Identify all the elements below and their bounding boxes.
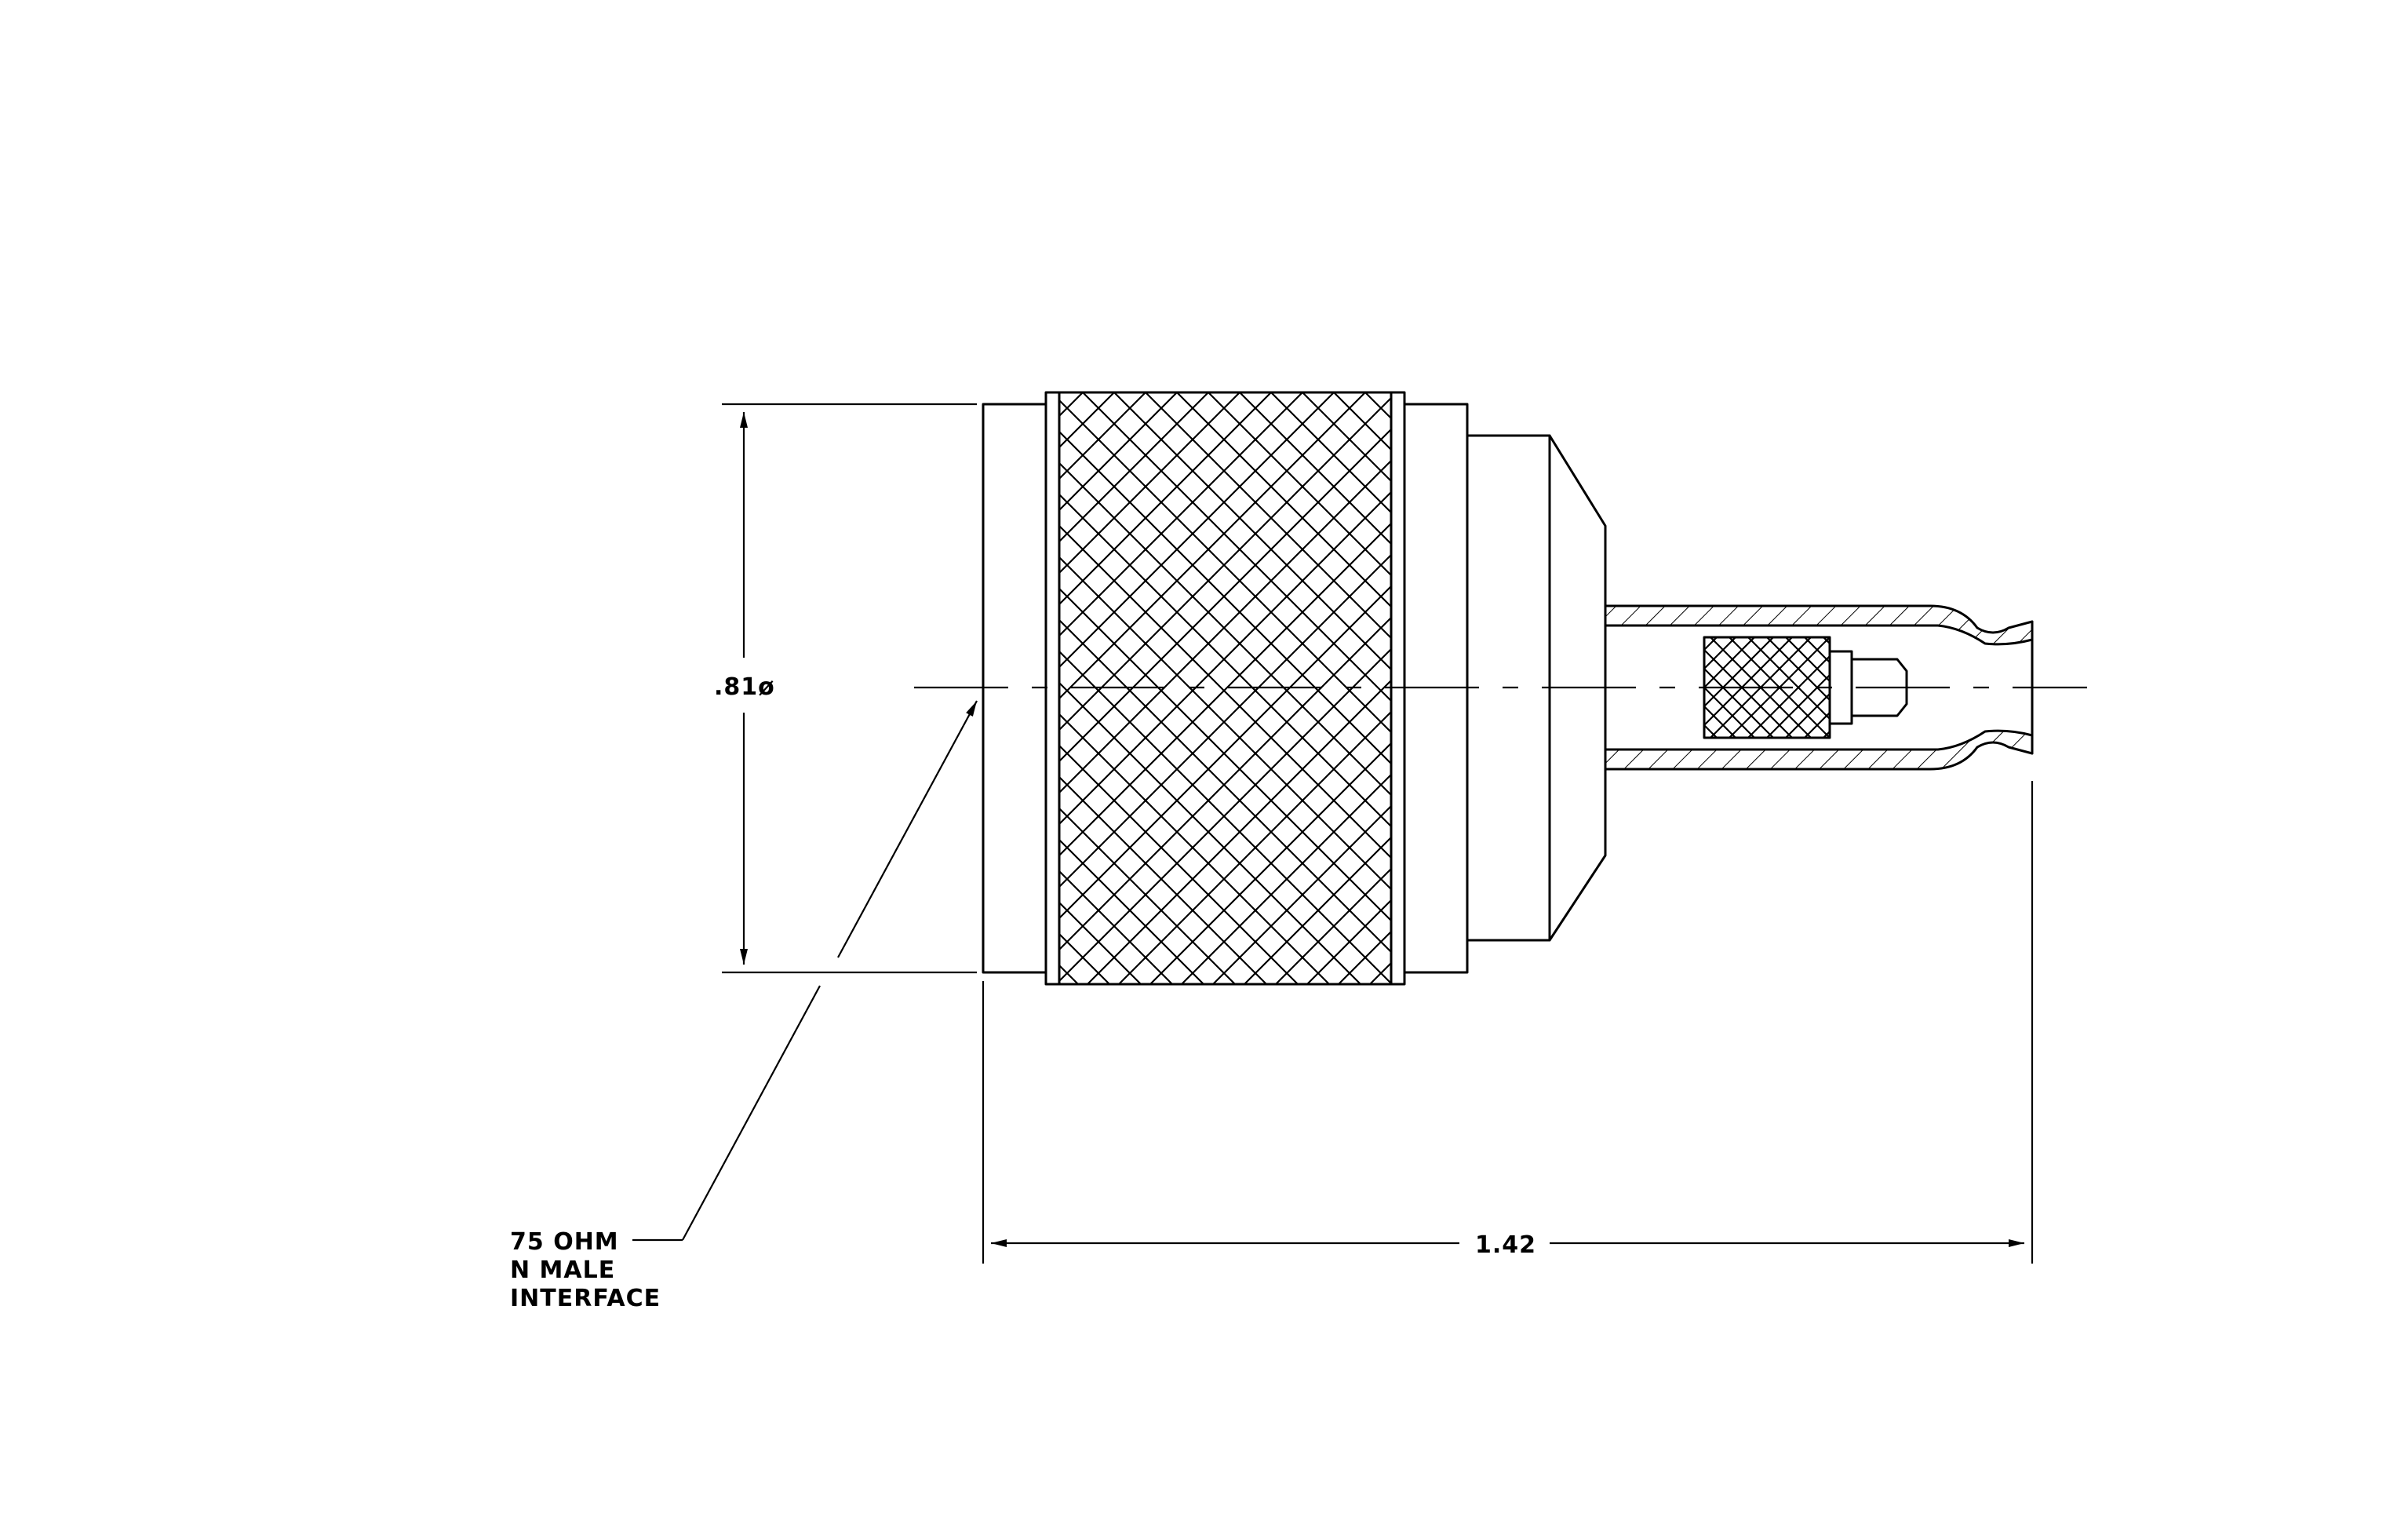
callout-line-3: INTERFACE xyxy=(510,1285,661,1312)
length-label: 1.42 xyxy=(1475,1231,1536,1259)
callout-leader xyxy=(632,700,978,1242)
callout-line-2: N MALE xyxy=(510,1257,615,1284)
diameter-label: .81ø xyxy=(714,673,775,701)
callout-line-1: 75 OHM xyxy=(510,1228,619,1256)
callout-text: 75 OHM N MALE INTERFACE xyxy=(510,1228,661,1312)
length-dimension: 1.42 xyxy=(982,781,2034,1264)
diameter-dimension: .81ø xyxy=(714,403,977,974)
crimp-ferrule xyxy=(1604,604,2034,771)
